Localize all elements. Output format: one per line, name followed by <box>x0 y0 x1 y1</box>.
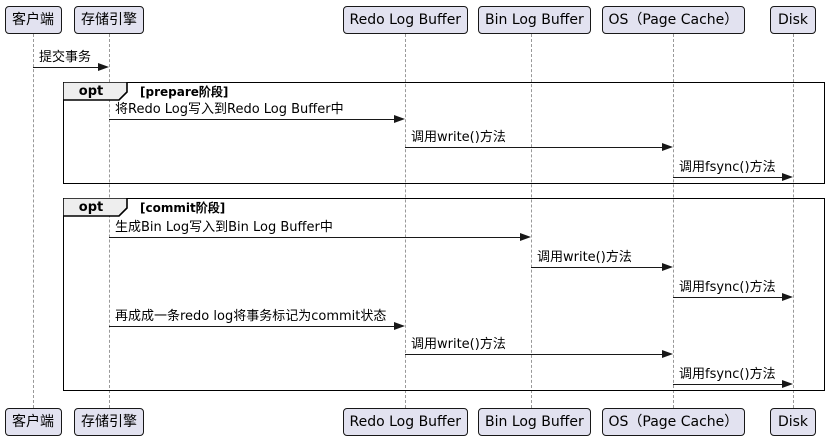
message-line <box>109 326 396 327</box>
message-line <box>109 237 522 238</box>
opt-fragment-prepare <box>63 82 825 184</box>
participant-storage-engine-bottom: 存储引擎 <box>74 408 144 436</box>
message-line <box>109 119 396 120</box>
message-label: 生成Bin Log写入到Bin Log Buffer中 <box>115 220 333 235</box>
message-label: 调用fsync()方法 <box>679 160 776 175</box>
message-line <box>531 267 664 268</box>
participant-client-top: 客户端 <box>4 6 62 34</box>
message-arrowhead-icon <box>394 115 405 123</box>
participant-os-page-cache-top: OS（Page Cache） <box>601 6 746 34</box>
lifeline-redo-log-buffer <box>405 34 406 408</box>
lifeline-storage-engine <box>109 34 110 408</box>
message-line <box>405 354 664 355</box>
message-label: 调用fsync()方法 <box>679 367 776 382</box>
message-arrowhead-icon <box>662 263 673 271</box>
message-arrowhead-icon <box>662 350 673 358</box>
message-label: 调用fsync()方法 <box>679 280 776 295</box>
message-label: 调用write()方法 <box>537 250 632 265</box>
message-line <box>33 67 100 68</box>
lifeline-os-page-cache <box>673 34 674 408</box>
participant-bin-log-buffer-bottom: Bin Log Buffer <box>478 408 591 436</box>
lifeline-disk <box>793 34 794 408</box>
message-label: 调用write()方法 <box>411 337 506 352</box>
participant-bin-log-buffer-top: Bin Log Buffer <box>478 6 591 34</box>
message-arrowhead-icon <box>782 173 793 181</box>
opt-guard-commit: [commit阶段] <box>140 201 226 215</box>
opt-fragment-tab-prepare: opt <box>63 82 129 102</box>
participant-disk-top: Disk <box>770 6 816 34</box>
participant-redo-log-buffer-top: Redo Log Buffer <box>342 6 469 34</box>
opt-fragment-tab-commit: opt <box>63 198 129 218</box>
message-line <box>405 147 664 148</box>
message-line <box>673 297 784 298</box>
opt-fragment-commit <box>63 198 825 391</box>
message-line <box>673 177 784 178</box>
message-label: 调用write()方法 <box>411 130 506 145</box>
participant-redo-log-buffer-bottom: Redo Log Buffer <box>342 408 469 436</box>
message-arrowhead-icon <box>662 143 673 151</box>
message-arrowhead-icon <box>782 293 793 301</box>
participant-os-page-cache-bottom: OS（Page Cache） <box>601 408 746 436</box>
opt-operator-label: opt <box>78 200 104 215</box>
opt-operator-label: opt <box>78 84 104 99</box>
message-arrowhead-icon <box>782 380 793 388</box>
opt-guard-prepare: [prepare阶段] <box>140 85 229 99</box>
participant-disk-bottom: Disk <box>770 408 816 436</box>
lifeline-bin-log-buffer <box>531 34 532 408</box>
message-label: 再成成一条redo log将事务标记为commit状态 <box>115 309 387 324</box>
message-label: 将Redo Log写入到Redo Log Buffer中 <box>115 102 344 117</box>
lifeline-client <box>33 34 34 408</box>
message-line <box>673 384 784 385</box>
message-arrowhead-icon <box>520 233 531 241</box>
message-label: 提交事务 <box>39 50 92 65</box>
message-arrowhead-icon <box>394 322 405 330</box>
participant-client-bottom: 客户端 <box>4 408 62 436</box>
participant-storage-engine-top: 存储引擎 <box>74 6 144 34</box>
message-arrowhead-icon <box>98 63 109 71</box>
